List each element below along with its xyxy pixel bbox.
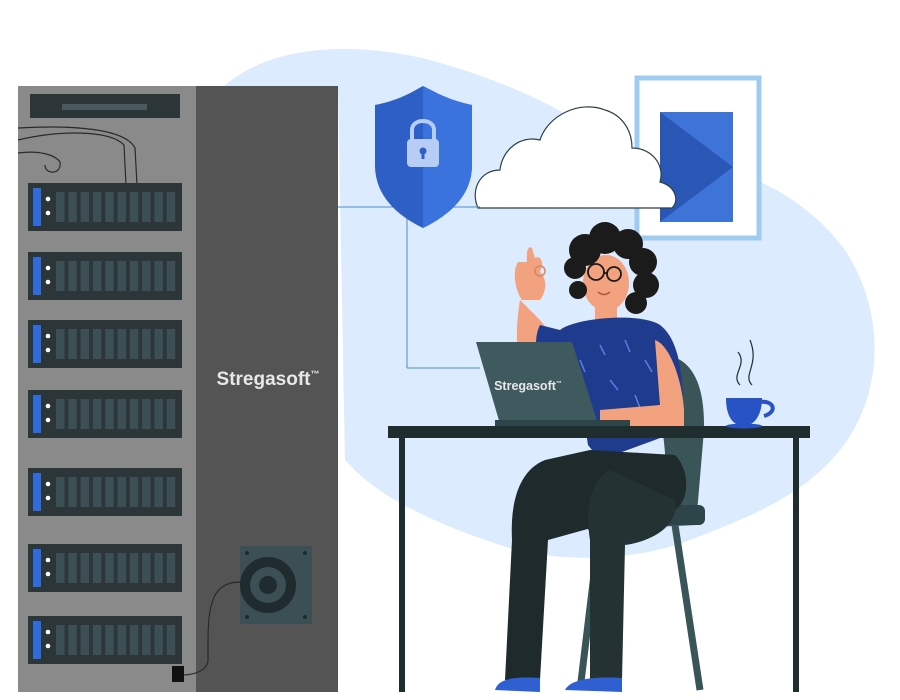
drive-bay — [28, 252, 182, 300]
server-brand-trademark: ™ — [310, 369, 319, 379]
drive-bay — [28, 468, 182, 516]
server-fan-icon — [240, 546, 312, 624]
laptop: Stregasoft™ — [476, 342, 630, 426]
server-brand-label: Stregasoft™ — [217, 369, 320, 390]
desk — [388, 426, 810, 692]
drive-bay — [28, 320, 182, 368]
framed-picture-icon — [634, 75, 762, 241]
cloud-icon — [474, 106, 677, 209]
laptop-brand-name: Stregasoft — [494, 379, 557, 393]
server-rack: Stregasoft™ — [17, 86, 338, 692]
drive-bay — [28, 183, 182, 231]
laptop-brand-trademark: ™ — [556, 380, 562, 387]
drive-bay — [28, 390, 182, 438]
server-brand-name: Stregasoft — [217, 369, 312, 390]
drive-bay — [28, 544, 182, 592]
coffee-cup-icon — [726, 339, 775, 429]
shield-lock-icon — [375, 86, 472, 228]
laptop-brand-label: Stregasoft™ — [494, 379, 562, 393]
drive-bay — [28, 616, 182, 664]
person — [495, 222, 687, 692]
drive-bays — [28, 183, 182, 664]
